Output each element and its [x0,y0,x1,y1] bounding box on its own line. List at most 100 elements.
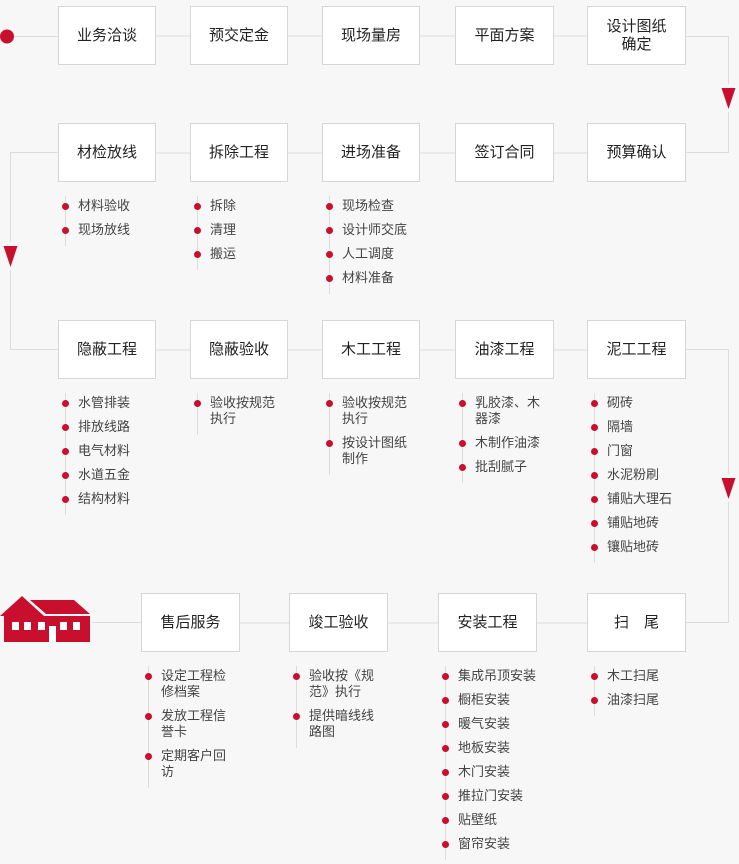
arrow-down-icon [721,478,736,499]
bullet-dot-icon [145,673,152,680]
step-box[interactable]: 进场准备 [322,123,420,182]
step-box[interactable]: 隐蔽验收 [190,320,288,379]
list-item-text: 木门安装 [458,764,511,779]
list-item-text: 暖气安装 [458,716,511,731]
list-item-text: 水泥粉刷 [607,467,660,482]
start-dot-icon [0,29,14,44]
list-item-text: 贴壁纸 [458,812,498,827]
bullet-dot-icon [326,251,333,258]
step-box[interactable]: 隐蔽工程 [58,320,156,379]
step-detail-list: 验收按《规 范》执行提供暗线线 路图 [293,666,415,748]
list-item: 木门安装 [442,764,564,780]
bullet-dot-icon [145,753,152,760]
bullet-dot-icon [442,697,449,704]
list-item: 设定工程检 修档案 [145,668,267,700]
step-detail-list: 砌砖隔墙门窗水泥粉刷铺贴大理石铺贴地砖镶贴地砖 [591,393,713,563]
step-detail-list: 乳胶漆、木 器漆木制作油漆批刮腻子 [459,393,581,483]
bullet-dot-icon [62,424,69,431]
list-item: 木工扫尾 [591,668,713,684]
list-item-text: 现场检查 [342,198,395,213]
list-item: 窗帘安装 [442,836,564,852]
step-detail-list: 材料验收现场放线 [62,196,183,246]
list-item-text: 水道五金 [78,467,131,482]
list-item: 结构材料 [62,491,183,507]
step-box[interactable]: 泥工工程 [587,320,686,379]
step-box[interactable]: 木工工程 [322,320,420,379]
bullet-dot-icon [442,817,449,824]
bullet-dot-icon [442,673,449,680]
bullet-dot-icon [591,448,598,455]
list-item-text: 隔墙 [607,419,634,434]
list-item-text: 搬运 [210,246,237,261]
list-item-text: 拆除 [210,198,237,213]
list-item-text: 油漆扫尾 [607,692,660,707]
step-box[interactable]: 预交定金 [190,6,288,65]
bullet-dot-icon [591,472,598,479]
step-detail-list: 水管排装排放线路电气材料水道五金结构材料 [62,393,183,515]
bullet-dot-icon [442,793,449,800]
step-box[interactable]: 油漆工程 [455,320,554,379]
list-item: 暖气安装 [442,716,564,732]
bullet-dot-icon [442,721,449,728]
list-item: 按设计图纸 制作 [326,435,447,467]
list-item-text: 水管排装 [78,395,131,410]
bullet-dot-icon [459,440,466,447]
step-box[interactable]: 设计图纸 确定 [587,6,686,65]
list-item: 地板安装 [442,740,564,756]
list-item-text: 铺贴地砖 [607,515,660,530]
step-box[interactable]: 安装工程 [438,593,537,652]
list-item: 提供暗线线 路图 [293,708,415,740]
step-box[interactable]: 签订合同 [455,123,554,182]
list-item: 水泥粉刷 [591,467,713,483]
step-box[interactable]: 平面方案 [455,6,554,65]
list-item-text: 验收按规范 执行 [342,395,408,426]
bullet-dot-icon [326,227,333,234]
list-item-text: 电气材料 [78,443,131,458]
step-box[interactable]: 业务洽谈 [58,6,156,65]
list-item-text: 材料准备 [342,270,395,285]
list-item-text: 镶贴地砖 [607,539,660,554]
list-item: 验收按规范 执行 [194,395,315,427]
list-item: 现场放线 [62,222,183,238]
bullet-dot-icon [62,227,69,234]
bullet-dot-icon [62,472,69,479]
list-item: 验收按规范 执行 [326,395,447,427]
list-item: 定期客户回 访 [145,748,267,780]
step-box[interactable]: 拆除工程 [190,123,288,182]
list-item-text: 材料验收 [78,198,131,213]
step-box[interactable]: 售后服务 [141,593,240,652]
step-box[interactable]: 现场量房 [322,6,420,65]
list-item-text: 现场放线 [78,222,131,237]
list-item-text: 批刮腻子 [475,459,528,474]
list-item-text: 排放线路 [78,419,131,434]
list-item-text: 验收按《规 范》执行 [309,668,375,699]
bullet-dot-icon [62,400,69,407]
list-item: 水道五金 [62,467,183,483]
list-item: 设计师交底 [326,222,447,238]
step-box[interactable]: 材检放线 [58,123,156,182]
bullet-dot-icon [591,400,598,407]
bullet-dot-icon [591,697,598,704]
step-box[interactable]: 预算确认 [587,123,686,182]
list-item: 乳胶漆、木 器漆 [459,395,581,427]
list-item: 电气材料 [62,443,183,459]
step-detail-list: 验收按规范 执行 [194,393,315,435]
step-box[interactable]: 扫 尾 [587,593,686,652]
bullet-dot-icon [293,713,300,720]
list-item: 发放工程信 誉卡 [145,708,267,740]
bullet-dot-icon [442,745,449,752]
bullet-dot-icon [442,769,449,776]
step-detail-list: 集成吊顶安装橱柜安装暖气安装地板安装木门安装推拉门安装贴壁纸窗帘安装 [442,666,564,860]
house-icon [0,596,90,642]
list-item-text: 发放工程信 誉卡 [161,708,227,739]
step-detail-list: 拆除清理搬运 [194,196,315,270]
step-detail-list: 设定工程检 修档案发放工程信 誉卡定期客户回 访 [145,666,267,788]
list-item-text: 设计师交底 [342,222,408,237]
list-item: 现场检查 [326,198,447,214]
bullet-dot-icon [442,841,449,848]
bullet-dot-icon [591,496,598,503]
step-box[interactable]: 竣工验收 [289,593,388,652]
bullet-dot-icon [194,400,201,407]
step-detail-list: 现场检查设计师交底人工调度材料准备 [326,196,447,294]
